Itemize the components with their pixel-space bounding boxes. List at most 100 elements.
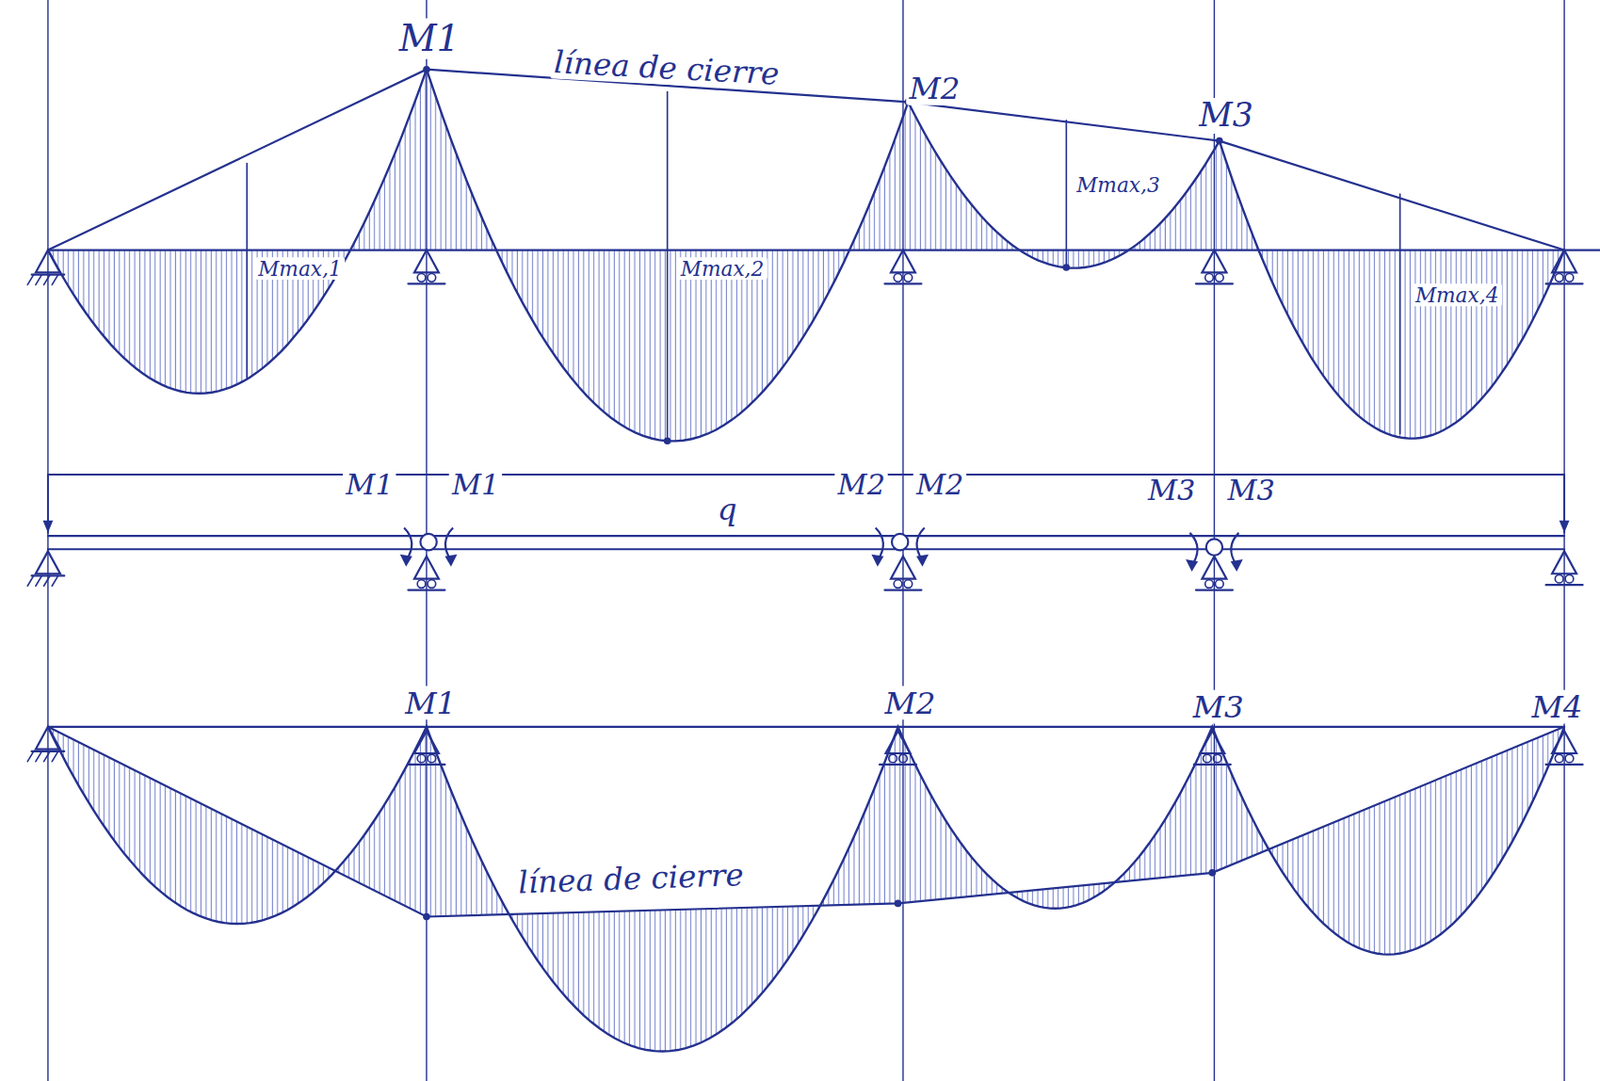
roller xyxy=(417,274,426,283)
support-hatch xyxy=(27,274,34,286)
max-moment-label: Mmax,3 xyxy=(1073,173,1164,196)
arrow-head xyxy=(871,554,884,567)
moment-label: M3 xyxy=(1224,475,1278,507)
support-symbol xyxy=(890,250,916,274)
support-symbol xyxy=(1551,550,1577,574)
max-moment-line xyxy=(1065,120,1067,268)
moment-label: M3 xyxy=(1195,97,1257,134)
support-symbol xyxy=(414,250,439,274)
arrow-head xyxy=(444,554,457,567)
roller xyxy=(1554,754,1564,763)
moment-label: M1 xyxy=(449,469,503,502)
moment-hatch xyxy=(48,727,1565,1052)
support-ground xyxy=(32,274,65,276)
beam-axis xyxy=(48,726,1565,728)
max-moment-line xyxy=(245,162,248,378)
support-symbol xyxy=(1201,250,1227,274)
moment-label: M3 xyxy=(1189,690,1246,725)
beam-axis xyxy=(48,249,1600,252)
max-moment-label: Mmax,4 xyxy=(1412,283,1503,307)
support-ground xyxy=(407,282,445,285)
roller xyxy=(417,580,426,589)
max-moment-label: Mmax,1 xyxy=(255,257,345,280)
support-ground xyxy=(407,763,445,766)
roller xyxy=(893,580,903,589)
support-ground xyxy=(1546,763,1584,766)
roller xyxy=(899,754,908,763)
support-hatch xyxy=(44,751,51,762)
arrow-head xyxy=(1230,559,1244,572)
point-dot xyxy=(1215,137,1224,146)
point-dot xyxy=(1208,869,1216,877)
guide-line xyxy=(1563,0,1565,1081)
roller xyxy=(1203,754,1213,763)
support-symbol xyxy=(35,727,61,750)
support-hatch xyxy=(35,751,43,762)
support-hatch xyxy=(51,751,59,762)
support-ground xyxy=(32,574,65,577)
support-hatch xyxy=(27,575,34,586)
roller xyxy=(1205,274,1214,283)
support-symbol xyxy=(890,556,916,580)
support-ground xyxy=(32,750,65,753)
point-dot xyxy=(422,913,431,922)
support-hatch xyxy=(44,575,51,586)
moment-curve xyxy=(48,69,1565,442)
hinge xyxy=(891,533,908,550)
support-symbol xyxy=(1201,556,1227,580)
point-dot xyxy=(422,65,431,74)
arrow-head xyxy=(1559,520,1570,534)
roller xyxy=(904,580,913,589)
hinge xyxy=(420,533,437,550)
support-ground xyxy=(884,588,922,591)
load-line xyxy=(48,473,1565,476)
support-ground xyxy=(879,763,917,766)
arrow-head xyxy=(43,520,54,534)
moment-label: M2 xyxy=(834,469,889,502)
beam-line xyxy=(48,548,1565,550)
point-dot xyxy=(663,437,672,446)
roller xyxy=(1565,754,1574,763)
support-ground xyxy=(1195,282,1233,285)
roller xyxy=(427,274,437,283)
support-symbol xyxy=(35,250,61,274)
moment-label: M2 xyxy=(905,71,963,106)
support-ground xyxy=(1194,763,1231,766)
moment-label: M4 xyxy=(1528,690,1585,725)
roller xyxy=(1212,754,1222,763)
support-ground xyxy=(1546,282,1584,285)
support-ground xyxy=(884,282,922,285)
moment-label: M1 xyxy=(342,469,397,502)
load-label: q xyxy=(713,492,740,527)
max-moment-label: Mmax,2 xyxy=(677,257,767,280)
arrow-head xyxy=(400,554,413,567)
support-ground xyxy=(407,588,445,591)
roller xyxy=(1215,580,1225,589)
max-moment-line xyxy=(1399,193,1402,435)
roller xyxy=(1565,274,1574,283)
support-symbol xyxy=(35,550,61,574)
roller xyxy=(1565,574,1574,583)
support-hatch xyxy=(27,751,34,762)
point-dot xyxy=(894,900,903,908)
max-moment-line xyxy=(666,92,669,442)
roller xyxy=(427,754,437,763)
support-symbol xyxy=(414,730,439,754)
closing-line-label: línea de cierre xyxy=(515,857,748,900)
support-hatch xyxy=(51,274,59,286)
support-symbol xyxy=(1551,730,1577,754)
moment-label: M2 xyxy=(881,685,938,720)
roller xyxy=(417,754,426,763)
support-symbol xyxy=(414,556,439,580)
moment-label: M1 xyxy=(395,18,463,60)
support-ground xyxy=(1195,588,1233,591)
support-hatch xyxy=(51,575,59,586)
roller xyxy=(427,580,437,589)
support-symbol xyxy=(886,730,911,754)
closing-line xyxy=(48,727,1565,918)
roller xyxy=(1554,274,1564,283)
roller xyxy=(1215,274,1225,283)
guide-line xyxy=(47,0,49,1081)
roller xyxy=(893,274,903,283)
